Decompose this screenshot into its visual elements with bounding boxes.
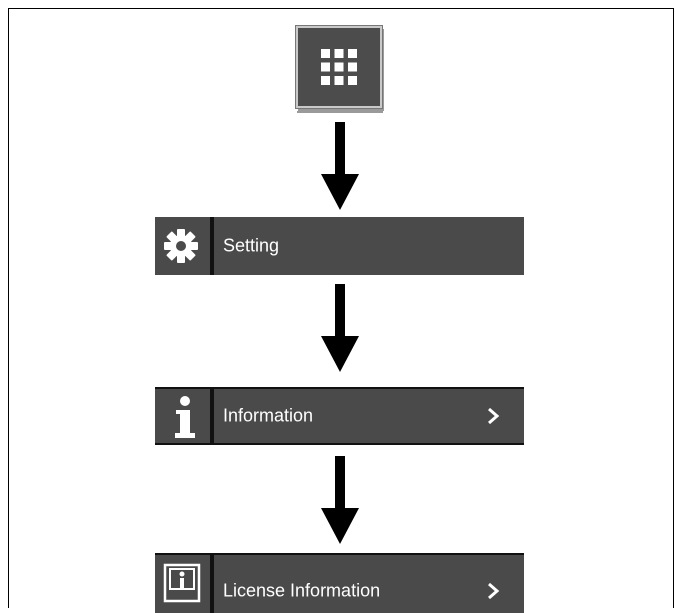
information-menu-item[interactable]: Information [155, 387, 524, 445]
information-icon-box [155, 389, 214, 443]
down-arrow-icon [321, 122, 359, 210]
apps-grid-icon [321, 49, 357, 85]
down-arrow-icon [321, 284, 359, 372]
information-label: Information [223, 405, 314, 426]
figure-frame [8, 8, 674, 608]
license-document-icon [163, 563, 201, 603]
setting-icon-box [155, 217, 214, 275]
setting-menu-item[interactable]: Setting [155, 217, 524, 275]
chevron-right-icon [488, 582, 500, 600]
apps-button-underline [297, 111, 383, 113]
gear-icon [164, 229, 198, 263]
apps-button[interactable] [295, 25, 383, 109]
license-icon-box [155, 555, 214, 613]
down-arrow-icon [321, 456, 359, 544]
setting-label: Setting [223, 235, 280, 256]
license-information-label: License Information [223, 580, 381, 601]
chevron-right-icon [488, 407, 500, 425]
license-information-menu-item[interactable]: License Information [155, 553, 524, 613]
info-icon [175, 396, 195, 438]
